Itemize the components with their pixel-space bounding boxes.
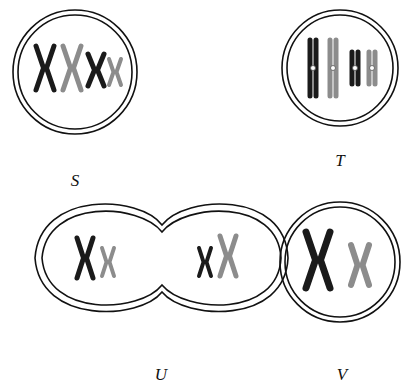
cell: T bbox=[280, 5, 400, 170]
cell-label: U bbox=[30, 366, 292, 384]
cell-label: S bbox=[10, 172, 140, 190]
cell: S bbox=[10, 5, 140, 190]
cell: U bbox=[30, 190, 292, 384]
cell-label: V bbox=[280, 366, 404, 384]
cell: V bbox=[280, 198, 404, 384]
cell-label: T bbox=[280, 152, 400, 170]
